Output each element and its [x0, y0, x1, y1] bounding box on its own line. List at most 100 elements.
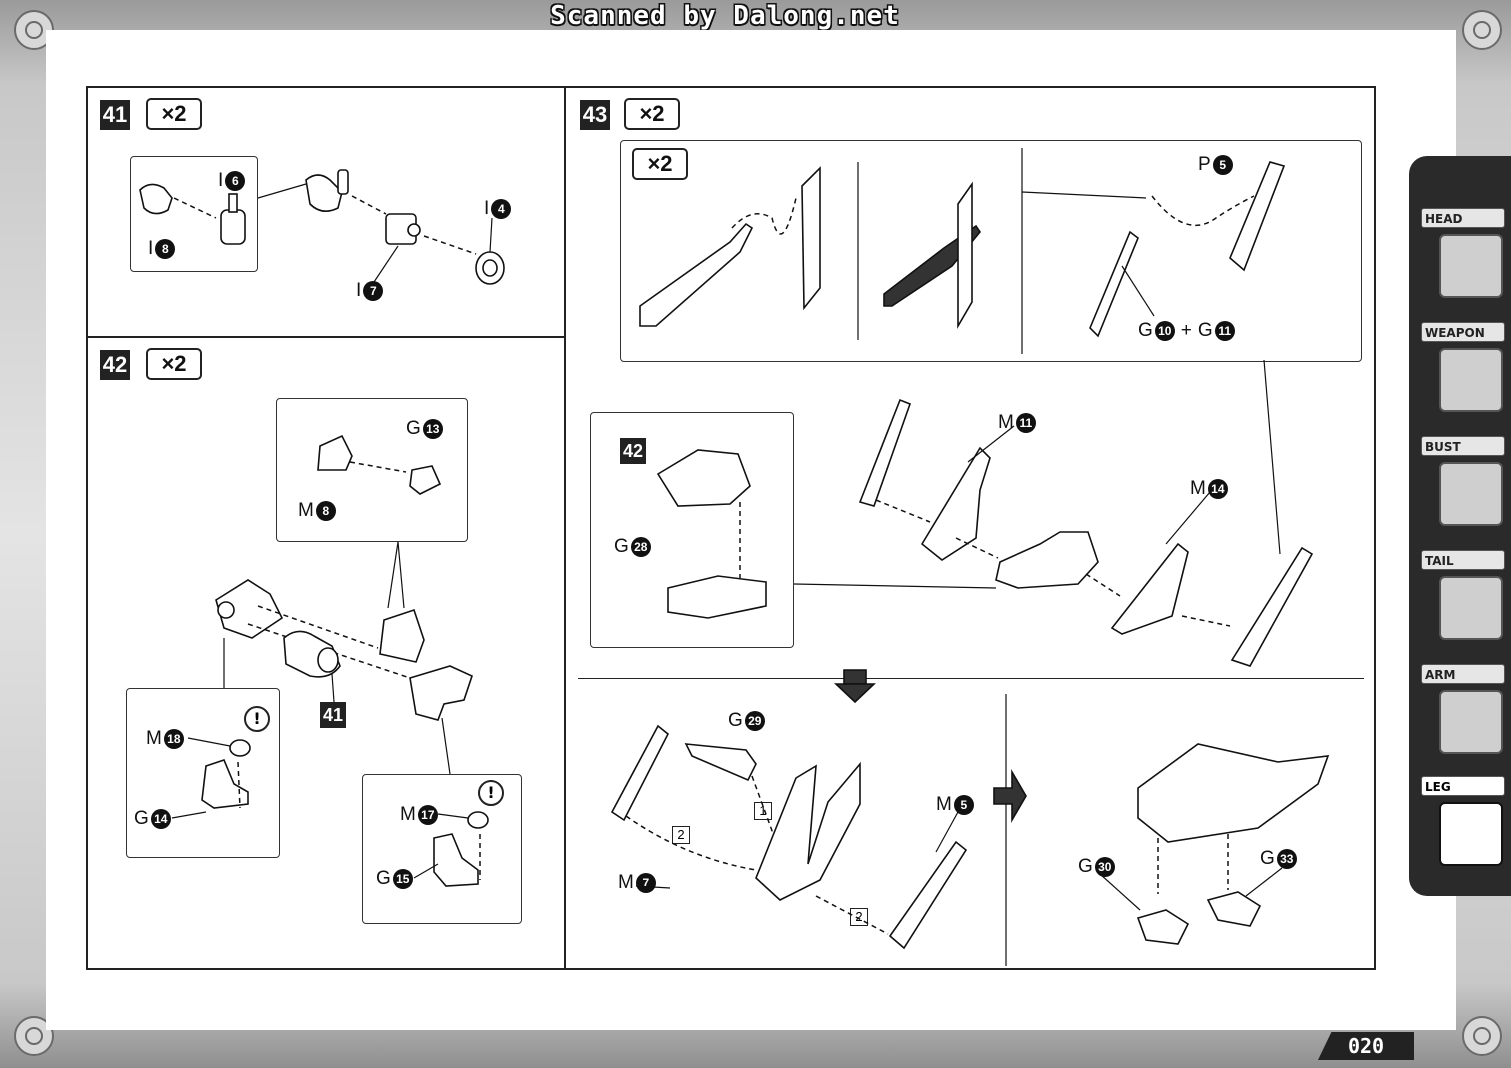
tab-weapon[interactable]: WEAPON [1421, 322, 1509, 428]
multiplier-badge: ×2 [146, 98, 202, 130]
g33-part [1206, 891, 1262, 927]
part-number: 33 [1276, 849, 1297, 869]
part-number: 5 [1212, 155, 1233, 175]
tab-tail[interactable]: TAIL [1421, 550, 1509, 656]
part-label-m5: M 5 [936, 794, 974, 816]
step-number-badge: 43 [580, 100, 610, 130]
upper-blade-part [858, 398, 912, 507]
final-assembly [1137, 743, 1330, 843]
right-flow-arrow [993, 769, 1027, 823]
part-number: 7 [363, 281, 384, 301]
part-letter: M [146, 728, 162, 749]
m11-part [920, 446, 991, 561]
step-42-assembly-drawing [171, 434, 489, 887]
part-letter: G [134, 808, 149, 829]
m7-part [610, 724, 670, 822]
part-letter: G [1138, 320, 1153, 341]
bust-icon [1439, 462, 1503, 526]
down-flow-arrow [843, 669, 867, 685]
m-body-part [215, 579, 284, 639]
multiplier-badge: ×2 [146, 348, 202, 380]
part-letter: G [406, 418, 421, 439]
part-label-i4: I 4 [484, 198, 512, 220]
m5-part [888, 840, 968, 950]
part-label-g30: G 30 [1078, 856, 1115, 878]
g13-part [409, 465, 442, 495]
i7-i8-subassembly [305, 174, 343, 212]
part-label-g29: G 29 [728, 710, 765, 732]
part-label-m14: M 14 [1190, 478, 1228, 500]
order-number-2: 2 [672, 826, 690, 844]
part-number: 6 [225, 171, 246, 191]
part-number: 18 [163, 729, 184, 749]
leg-icon [1439, 802, 1503, 866]
part-label-g10-g11: G 10 + G 11 [1138, 320, 1235, 342]
part-number: 10 [1154, 321, 1175, 341]
lower-blade-part [1230, 546, 1314, 667]
tab-label: LEG [1421, 776, 1505, 796]
part-number: 30 [1094, 857, 1115, 877]
part-letter: M [936, 794, 952, 815]
part-letter: I [484, 198, 490, 219]
m14-part [1110, 542, 1189, 635]
part-number: 13 [422, 419, 443, 439]
reference-step-badge: 41 [320, 702, 346, 728]
part-label-g13: G 13 [406, 418, 443, 440]
step-42-panel: 42 ×2 G 13 M 8 ! M 18 G 14 ! M 17 G 15 4… [86, 336, 566, 970]
corner-logo-bottom-left [14, 1016, 54, 1056]
part-letter: M [618, 872, 634, 893]
part-number: 15 [392, 869, 413, 889]
corner-logo-top-right [1462, 10, 1502, 50]
i8-part [139, 183, 173, 215]
part-number: 5 [953, 795, 974, 815]
part-letter: M [400, 804, 416, 825]
step-number-badge: 42 [100, 350, 130, 380]
part-label-m8: M 8 [298, 500, 336, 522]
scanner-credit: Scanned by Dalong.net [550, 1, 900, 31]
lower-assembly-core [755, 761, 861, 901]
part-number: 11 [1015, 413, 1036, 433]
part-letter: P [1198, 154, 1211, 175]
plus-sign: + [1180, 320, 1192, 341]
part-label-m7: M 7 [618, 872, 656, 894]
warning-icon: ! [478, 780, 504, 806]
part-label-i6: I 6 [218, 170, 246, 192]
part-label-g28: G 28 [614, 536, 651, 558]
g28-part [667, 575, 767, 619]
part-letter: M [298, 500, 314, 521]
part-number: 14 [150, 809, 171, 829]
part-letter: I [356, 280, 362, 301]
warning-icon: ! [244, 706, 270, 732]
g10-g11-part [1089, 230, 1139, 338]
tab-label: HEAD [1421, 208, 1505, 228]
part-number: 7 [635, 873, 656, 893]
step-41-assembly-drawing [139, 169, 505, 285]
m8-g13-subassembly [379, 608, 425, 663]
tab-head[interactable]: HEAD [1421, 208, 1509, 314]
part-label-m17: M 17 [400, 804, 438, 826]
tab-label: BUST [1421, 436, 1505, 456]
g15-part [433, 833, 479, 887]
tab-label: TAIL [1421, 550, 1505, 570]
weapon-icon [1439, 348, 1503, 412]
sub-multiplier-badge: ×2 [632, 148, 688, 180]
part-letter: M [998, 412, 1014, 433]
order-number-2: 2 [850, 908, 868, 926]
tab-leg[interactable]: LEG [1421, 776, 1509, 882]
tab-bust[interactable]: BUST [1421, 436, 1509, 542]
part-label-m18: M 18 [146, 728, 184, 750]
part-number: 14 [1207, 479, 1228, 499]
part-letter: I [218, 170, 224, 191]
part-label-g33: G 33 [1260, 848, 1297, 870]
part-number: 29 [744, 711, 765, 731]
part-number: 4 [491, 199, 512, 219]
tab-arm[interactable]: ARM [1421, 664, 1509, 770]
part-label-i8: I 8 [148, 238, 176, 260]
step-42-ref-body [656, 449, 751, 507]
corner-logo-bottom-right [1462, 1016, 1502, 1056]
part-letter: G [728, 710, 743, 731]
m8-part [317, 434, 353, 471]
part-letter: M [1190, 478, 1206, 499]
part-number: 8 [155, 239, 176, 259]
part-number: 8 [315, 501, 336, 521]
